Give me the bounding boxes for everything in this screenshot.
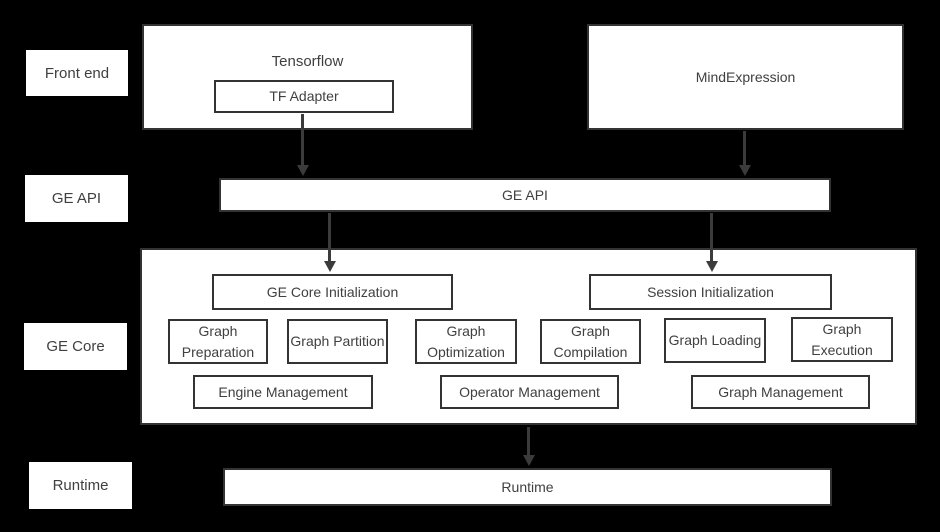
arrow-down-icon: [324, 261, 336, 272]
graph-compilation-box: Graph Compilation: [540, 319, 641, 364]
arrow-stem: [328, 213, 331, 262]
arrow-down-icon: [739, 165, 751, 176]
layer-label-runtime: Runtime: [29, 462, 132, 509]
arrow-down-icon: [706, 261, 718, 272]
arrow-geapi-to-gecore-init: [324, 213, 336, 272]
graph-preparation-box: Graph Preparation: [168, 319, 268, 364]
arrow-stem: [301, 114, 304, 166]
arrow-stem: [710, 213, 713, 262]
graph-management-box: Graph Management: [691, 375, 870, 409]
arrow-down-icon: [523, 455, 535, 466]
arrow-mindexpression-to-geapi: [739, 131, 751, 176]
graph-partition-box: Graph Partition: [287, 319, 388, 364]
ge-api-bar: GE API: [219, 178, 831, 212]
engine-management-box: Engine Management: [193, 375, 373, 409]
layer-label-ge-api: GE API: [25, 175, 128, 222]
layer-label-front-end: Front end: [26, 50, 128, 96]
operator-management-box: Operator Management: [440, 375, 619, 409]
session-initialization-box: Session Initialization: [589, 274, 832, 310]
ge-core-initialization-box: GE Core Initialization: [212, 274, 453, 310]
graph-execution-box: Graph Execution: [791, 317, 893, 362]
tensorflow-title: Tensorflow: [271, 53, 344, 70]
arrow-down-icon: [297, 165, 309, 176]
mindexpression-box: MindExpression: [587, 24, 904, 130]
graph-optimization-box: Graph Optimization: [415, 319, 517, 364]
arrow-stem: [743, 131, 746, 166]
arrow-stem: [527, 427, 530, 456]
arrow-gecore-to-runtime: [523, 427, 535, 466]
arrow-tfadapter-to-geapi: [297, 114, 309, 176]
tf-adapter-box: TF Adapter: [214, 80, 394, 113]
layer-label-ge-core: GE Core: [24, 323, 127, 370]
arrow-geapi-to-session-init: [706, 213, 718, 272]
graph-loading-box: Graph Loading: [664, 318, 766, 363]
runtime-bar: Runtime: [223, 468, 832, 506]
